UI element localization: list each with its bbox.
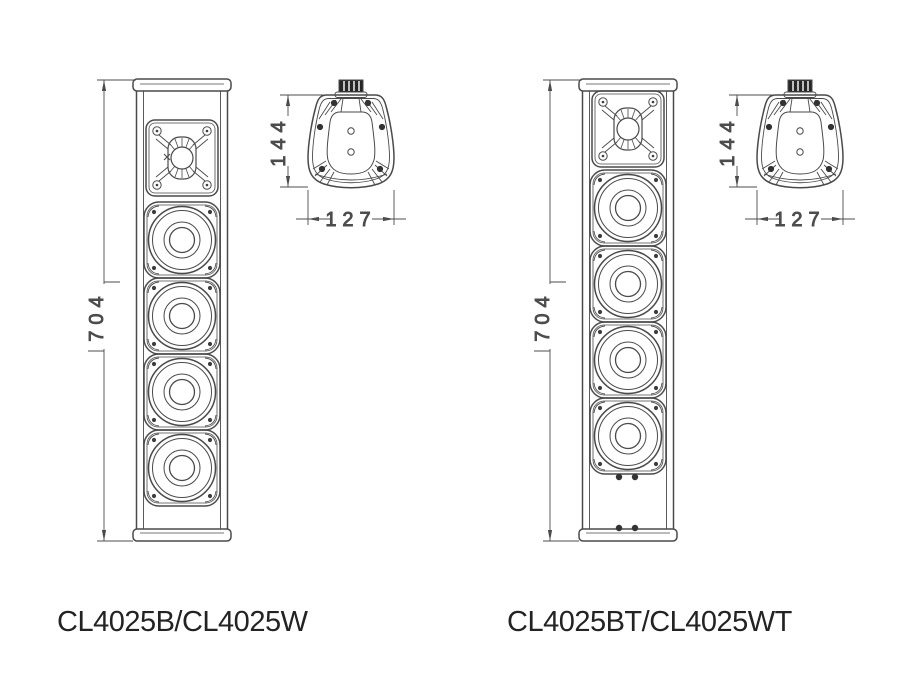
- right-port-screws: [615, 473, 639, 532]
- right-height-dim-text: 704: [532, 290, 554, 341]
- right-width-dim-text: 127: [774, 209, 825, 231]
- right-width-dimension: 127: [745, 190, 855, 231]
- left-tweeter-mark: [163, 153, 171, 161]
- right-woofer-1: [589, 169, 667, 247]
- left-woofer-2: [143, 277, 221, 355]
- left-woofer-3: [143, 353, 221, 431]
- right-depth-dimension: 144: [717, 94, 776, 188]
- right-tweeter-drawing: [591, 90, 665, 168]
- left-top-cap: [132, 78, 232, 92]
- left-depth-dimension: 144: [268, 94, 327, 188]
- left-width-dimension: 127: [296, 190, 406, 231]
- left-woofer-1: [143, 201, 221, 279]
- left-front-view: [132, 78, 232, 542]
- left-woofer-4: [143, 429, 221, 507]
- left-depth-dim-text: 144: [268, 115, 290, 166]
- right-top-cap: [578, 78, 678, 92]
- right-woofer-3: [589, 321, 667, 399]
- right-bottom-cap: [578, 528, 678, 542]
- right-depth-dim-text: 144: [717, 115, 739, 166]
- right-height-dimension: 704: [532, 79, 582, 542]
- left-cabinet-sides: [135, 91, 229, 529]
- right-woofer-2: [589, 245, 667, 323]
- left-height-dim-text: 704: [86, 290, 108, 341]
- left-tweeter-drawing: [145, 119, 219, 197]
- right-front-view: [578, 78, 678, 542]
- left-width-dim-text: 127: [325, 209, 376, 231]
- left-top-view: [307, 79, 395, 189]
- left-height-dimension: 704: [86, 79, 136, 542]
- left-bottom-cap: [132, 528, 232, 542]
- left-model-label: CL4025B/CL4025W: [57, 606, 308, 638]
- left-top-view-drawing: [307, 79, 395, 189]
- right-top-view-drawing: [756, 79, 844, 189]
- right-cabinet-sides: [581, 91, 675, 529]
- right-top-view: [756, 79, 844, 189]
- right-model-label: CL4025BT/CL4025WT: [507, 606, 792, 638]
- right-woofer-4: [589, 397, 667, 475]
